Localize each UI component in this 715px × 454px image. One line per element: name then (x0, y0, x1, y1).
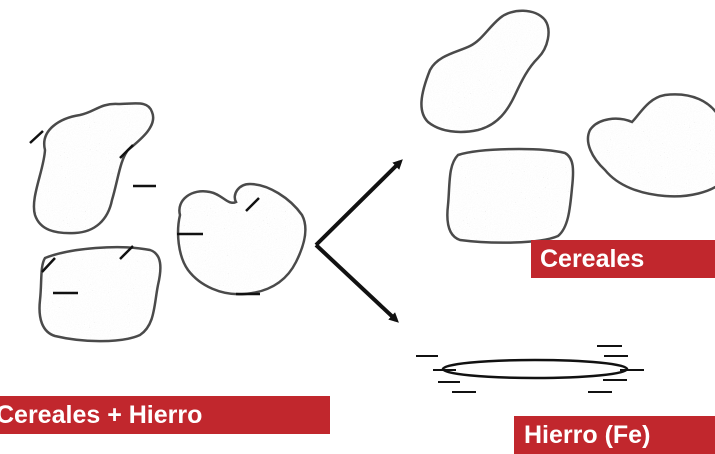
label-cereals: Cereales (531, 240, 715, 278)
cereals-group (421, 11, 715, 243)
iron-group (416, 346, 644, 392)
cereal-particle-icon (34, 103, 153, 233)
arrows-group (316, 162, 400, 320)
cereal-particle-icon (178, 184, 305, 294)
cereal-particle-icon (588, 94, 715, 196)
iron-disc-icon (443, 360, 627, 378)
cereal-particle-icon (421, 11, 548, 132)
iron-filing-icon (30, 131, 43, 143)
arrow-down-icon (316, 245, 396, 320)
cereal-particle-icon (447, 149, 573, 243)
label-mixture: Cereales + Hierro (0, 396, 330, 434)
arrow-up-icon (316, 162, 400, 245)
mixture-group (30, 103, 305, 341)
label-iron: Hierro (Fe) (514, 416, 715, 454)
